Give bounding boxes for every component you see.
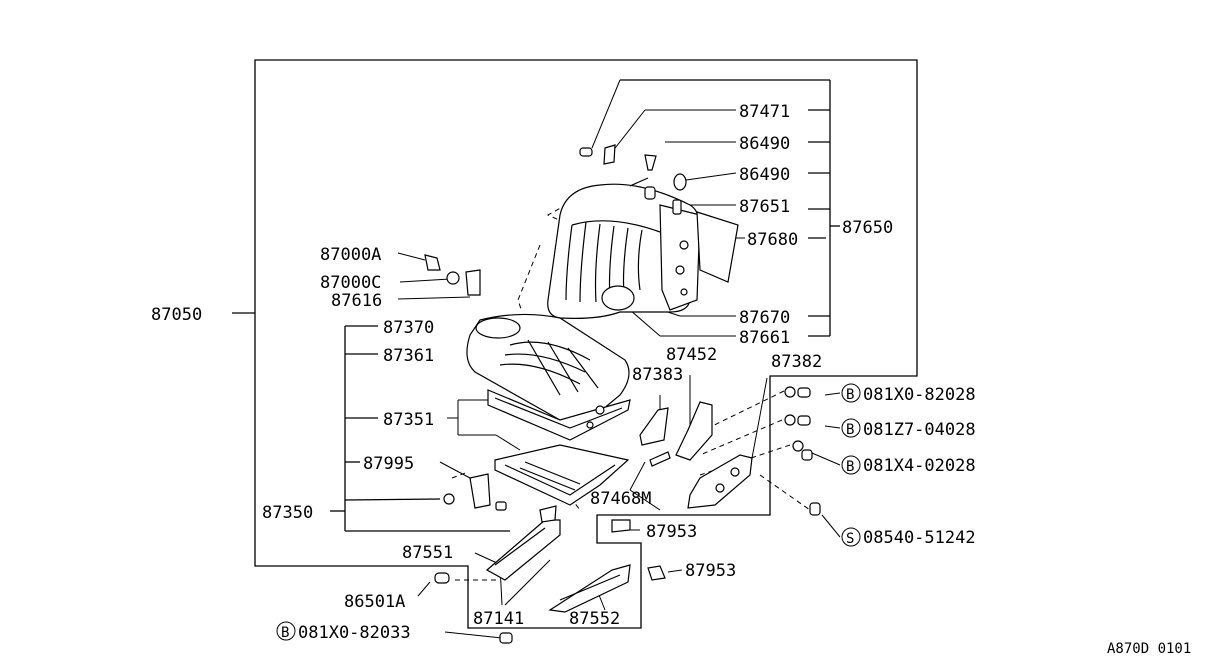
label-87661: 87661 <box>739 328 790 348</box>
label-87382: 87382 <box>771 352 822 372</box>
top-small-parts <box>579 144 687 215</box>
side-clips <box>424 254 481 296</box>
label-87468M: 87468M <box>590 489 651 509</box>
label-87616: 87616 <box>331 291 382 311</box>
label-87651: 87651 <box>739 197 790 217</box>
label-87000C: 87000C <box>320 273 381 293</box>
label-87383: 87383 <box>632 365 683 385</box>
leader-lines <box>397 79 841 639</box>
bolt-code-3: 081X4-02028 <box>863 456 976 476</box>
label-87361: 87361 <box>383 346 434 366</box>
label-87551: 87551 <box>402 543 453 563</box>
label-87953-lower: 87953 <box>685 561 736 581</box>
label-87670: 87670 <box>739 308 790 328</box>
bolt-code-2: 081Z7-04028 <box>863 420 976 440</box>
bolt-prefix-1: B <box>846 387 854 403</box>
label-86490-lower: 86490 <box>739 165 790 185</box>
label-87953-upper: 87953 <box>646 522 697 542</box>
bolt-callout-5: B 081X0-82033 <box>276 621 411 643</box>
seat-cushion <box>466 313 630 427</box>
bolt-prefix-3: B <box>846 459 854 475</box>
cushion-frame <box>487 389 631 441</box>
label-87370: 87370 <box>383 318 434 338</box>
cushion-bracket <box>330 325 510 532</box>
bolt-callout-3: B 081X4-02028 <box>841 455 976 476</box>
side-cover-part <box>443 473 507 511</box>
rail-parts <box>434 505 666 644</box>
label-assembly: 87050 <box>151 305 202 325</box>
label-87141: 87141 <box>473 609 524 629</box>
label-87471: 87471 <box>739 102 790 122</box>
label-87680: 87680 <box>747 230 798 250</box>
label-87350: 87350 <box>262 503 313 523</box>
label-87452: 87452 <box>666 345 717 365</box>
backboard-part <box>696 211 739 283</box>
bolt-callout-1: B 081X0-82028 <box>841 383 976 405</box>
label-87552: 87552 <box>569 609 620 629</box>
assembly-outline <box>254 59 918 629</box>
label-87650: 87650 <box>842 218 893 238</box>
footer-code: A870D 0101 <box>1107 641 1191 657</box>
bolt-prefix-5: B <box>281 625 289 641</box>
bolt-code-5: 081X0-82033 <box>298 623 411 643</box>
label-87995: 87995 <box>363 454 414 474</box>
bolt-callout-4: S 08540-51242 <box>841 527 976 548</box>
label-87351: 87351 <box>383 410 434 430</box>
adjuster-frame <box>494 444 630 506</box>
bolt-prefix-2: B <box>846 422 854 438</box>
bolt-prefix-4: S <box>846 531 854 547</box>
label-86490-upper: 86490 <box>739 134 790 154</box>
label-86501A: 86501A <box>344 592 405 612</box>
bolt-code-1: 081X0-82028 <box>863 385 976 405</box>
seatback-bracket <box>620 79 840 337</box>
recliner-parts <box>639 401 753 509</box>
seatback <box>547 177 701 319</box>
bolt-callout-2: B 081Z7-04028 <box>841 418 976 440</box>
bolt-parts <box>784 386 821 516</box>
label-87000A: 87000A <box>320 245 381 265</box>
bolt-code-4: 08540-51242 <box>863 528 976 548</box>
